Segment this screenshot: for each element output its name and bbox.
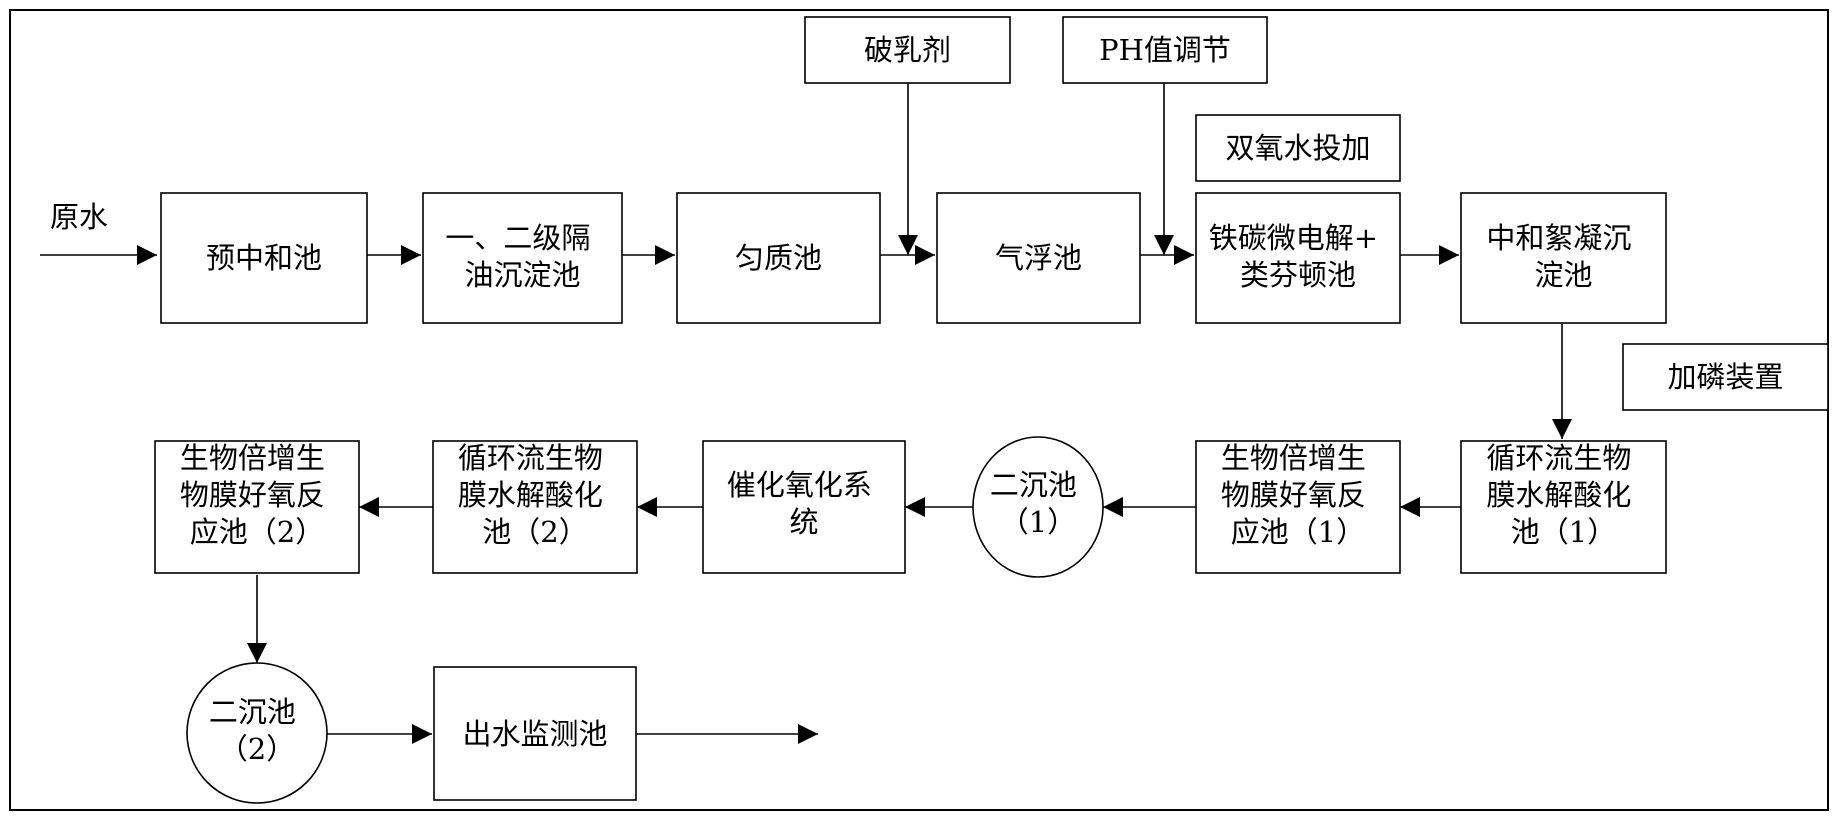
node-fenton-label: 铁碳微电解+ 类芬顿池: [1209, 221, 1388, 292]
node-circ2-box: [432, 440, 638, 574]
dosing-demulsifier-label: 破乳剂: [864, 33, 951, 67]
node-cat-line-1: 催化氧化系: [727, 468, 872, 502]
node-prenet-box: [160, 192, 368, 324]
node-fenton-line-2: 类芬顿池: [1240, 258, 1356, 292]
node-circ1-line-1: 循环流生物: [1486, 441, 1631, 475]
node-sec2-line-2: （2）: [219, 732, 295, 766]
node-float: 气浮池: [936, 192, 1141, 324]
node-circ1-line-2: 膜水解酸化: [1486, 478, 1631, 512]
node-bio2: 生物倍增生 物膜好氧反 应池（2）: [154, 440, 360, 574]
dosing-ph-box: [1062, 16, 1268, 84]
node-cat-box: [702, 440, 906, 574]
node-neut: 中和絮凝沉 淀池: [1460, 192, 1667, 324]
node-neut-box: [1460, 192, 1667, 324]
node-prenet: 预中和池: [160, 192, 368, 324]
node-sec2-label: 二沉池 （2）: [209, 695, 305, 766]
dosing-h2o2: 双氧水投加: [1195, 114, 1401, 182]
node-sec1-line-2: （1）: [1000, 505, 1076, 539]
dosing-ph-label: PH值调节: [1099, 33, 1231, 67]
node-sec1-label: 二沉池 （1）: [990, 468, 1086, 539]
node-oil-sep-line-2: 油沉淀池: [464, 258, 580, 292]
node-cat-label: 催化氧化系 统: [727, 468, 881, 539]
dosing-ph: PH值调节: [1062, 16, 1268, 84]
node-bio1-line-1: 生物倍增生: [1221, 441, 1366, 475]
node-sec2: 二沉池 （2）: [186, 662, 328, 804]
node-bio2-line-2: 物膜好氧反: [180, 478, 325, 512]
node-oil-sep-line-1: 一、二级隔: [445, 221, 590, 255]
node-fenton-line-1: 铁碳微电解+: [1209, 221, 1378, 255]
node-neut-line-1: 中和絮凝沉: [1486, 221, 1631, 255]
node-oil-sep-box: [422, 192, 623, 324]
node-neut-line-2: 淀池: [1534, 258, 1592, 292]
node-bio2-line-3: 应池（2）: [190, 515, 324, 549]
node-oil-sep: 一、二级隔 油沉淀池: [422, 192, 623, 324]
raw-water-label: 原水: [50, 200, 108, 234]
node-circ1-line-3: 池（1）: [1511, 515, 1616, 549]
node-sec1-line-1: 二沉池: [990, 468, 1077, 502]
node-circ1-box: [1460, 440, 1667, 574]
node-circ2-label: 循环流生物 膜水解酸化 池（2）: [458, 441, 612, 549]
node-fenton-box: [1195, 192, 1401, 324]
node-bio1-line-2: 物膜好氧反: [1221, 478, 1366, 512]
node-sec1-circle: [972, 436, 1104, 578]
node-bio2-label: 生物倍增生 物膜好氧反 应池（2）: [180, 441, 334, 549]
node-cat-line-2: 统: [789, 505, 818, 539]
node-bio1-line-3: 应池（1）: [1231, 515, 1365, 549]
node-equal: 匀质池: [676, 192, 881, 324]
node-monitor-box: [433, 666, 637, 801]
node-bio1: 生物倍增生 物膜好氧反 应池（1）: [1195, 440, 1401, 574]
node-monitor: 出水监测池: [433, 666, 637, 801]
node-equal-box: [676, 192, 881, 324]
node-fenton: 铁碳微电解+ 类芬顿池: [1195, 192, 1401, 324]
node-circ1-label: 循环流生物 膜水解酸化 池（1）: [1486, 441, 1640, 549]
node-prenet-label: 预中和池: [206, 241, 322, 275]
dosing-h2o2-box: [1195, 114, 1401, 182]
node-neut-label: 中和絮凝沉 淀池: [1486, 221, 1640, 292]
node-oil-sep-label: 一、二级隔 油沉淀池: [445, 221, 599, 292]
dosing-demulsifier-box: [804, 16, 1011, 84]
node-float-label: 气浮池: [995, 241, 1082, 275]
node-bio1-box: [1195, 440, 1401, 574]
node-sec2-circle: [186, 662, 328, 804]
node-float-box: [936, 192, 1141, 324]
dosing-phosphorus-label: 加磷装置: [1667, 360, 1783, 394]
node-circ1: 循环流生物 膜水解酸化 池（1）: [1460, 440, 1667, 574]
node-circ2-line-3: 池（2）: [482, 515, 587, 549]
node-bio2-line-1: 生物倍增生: [180, 441, 325, 475]
node-equal-label: 匀质池: [735, 241, 822, 275]
node-bio2-box: [154, 440, 360, 574]
node-cat: 催化氧化系 统: [702, 440, 906, 574]
node-sec2-line-1: 二沉池: [209, 695, 296, 729]
dosing-phosphorus-box: [1622, 343, 1829, 411]
dosing-demulsifier: 破乳剂: [804, 16, 1011, 84]
flow-edges: [40, 83, 1572, 744]
node-circ2-line-1: 循环流生物: [458, 441, 603, 475]
dosing-h2o2-label: 双氧水投加: [1225, 131, 1370, 165]
node-circ2: 循环流生物 膜水解酸化 池（2）: [432, 440, 638, 574]
node-circ2-line-2: 膜水解酸化: [458, 478, 603, 512]
node-monitor-label: 出水监测池: [462, 717, 607, 751]
node-sec1: 二沉池 （1）: [972, 436, 1104, 578]
node-bio1-label: 生物倍增生 物膜好氧反 应池（1）: [1221, 441, 1375, 549]
dosing-phosphorus: 加磷装置: [1622, 343, 1829, 411]
